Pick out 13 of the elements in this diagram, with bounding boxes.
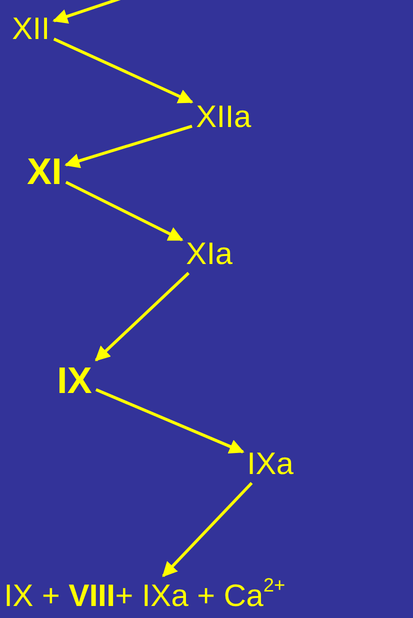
factor-label: XIa [186, 236, 233, 271]
factor-label: IX + VIII+ IXa + Ca$^{2+}$ [4, 578, 286, 613]
arrow [95, 388, 244, 454]
factor-label: XII [12, 11, 50, 46]
arrow [94, 272, 190, 362]
factor-label: XI [27, 151, 62, 192]
factor-label: XIIa [196, 99, 252, 134]
arrow [53, 38, 194, 104]
arrow [64, 124, 192, 168]
arrow [162, 482, 253, 578]
arrow [65, 180, 184, 242]
factor-label: IXa [247, 446, 294, 481]
factor-label: IX [57, 360, 92, 401]
